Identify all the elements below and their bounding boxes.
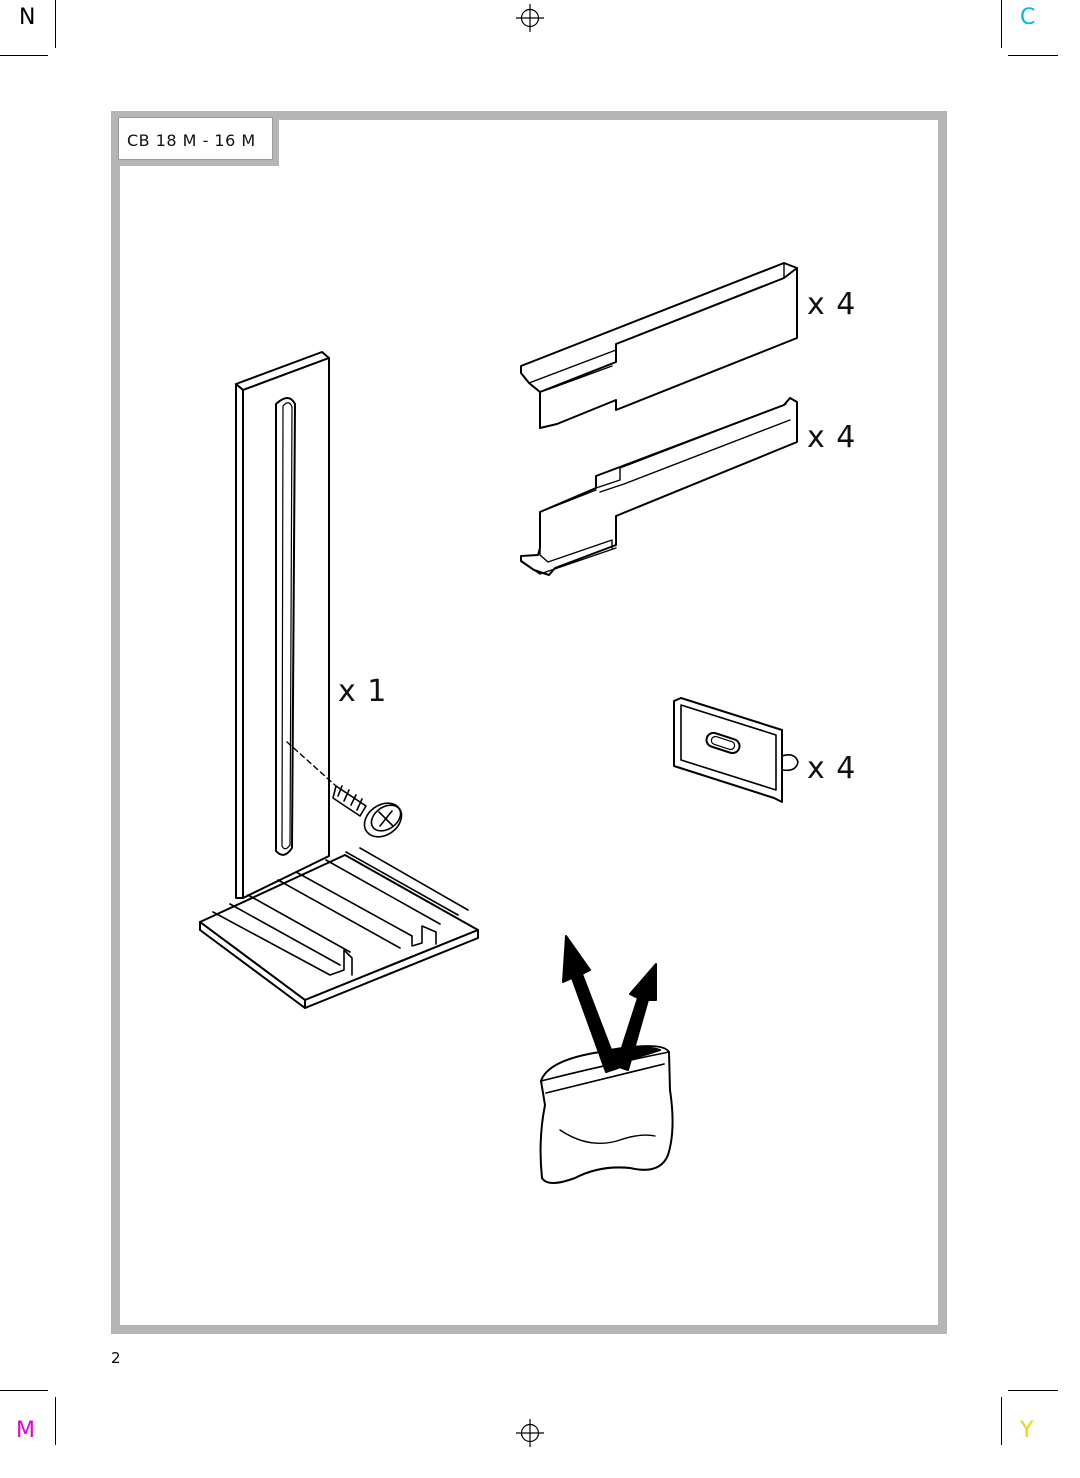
upper-rail-icon [520,262,798,429]
stand-column-icon [199,351,479,1009]
model-label-tab: CB 18 M - 16 M [111,111,279,166]
registration-mark-top-icon [516,4,544,32]
corner-letter-m: M [16,1418,35,1443]
qty-stand-column: x 1 [338,674,388,709]
registration-mark-bottom-icon [516,1419,544,1447]
crop-mark-tl-v [55,0,56,48]
bag-with-arrows-icon [539,935,674,1184]
corner-letter-c: C [1020,5,1036,30]
qty-bracket-plate: x 4 [807,751,857,786]
corner-letter-y: Y [1020,1418,1034,1443]
qty-lower-rail: x 4 [807,420,857,455]
page-number: 2 [111,1349,121,1367]
crop-mark-bl-h [0,1390,48,1391]
crop-mark-bl-v [55,1397,56,1445]
crop-mark-br-v [1001,1397,1002,1445]
crop-mark-tr-v [1001,0,1002,48]
qty-upper-rail: x 4 [807,287,857,322]
crop-mark-tr-h [1008,55,1058,56]
lower-rail-icon [520,397,798,576]
bracket-plate-icon [673,697,799,803]
crop-mark-br-h [1008,1390,1058,1391]
model-label: CB 18 M - 16 M [118,117,273,160]
corner-letter-n: N [19,5,36,30]
crop-mark-tl-h [0,55,48,56]
